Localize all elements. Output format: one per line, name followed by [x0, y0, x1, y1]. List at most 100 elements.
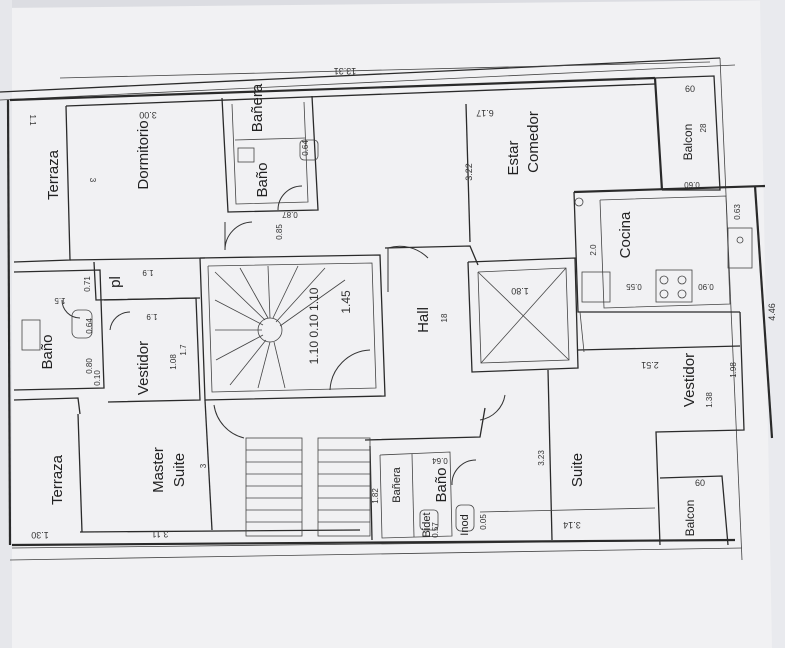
dim-138: 1.38: [705, 392, 714, 408]
room-bano-top: Baño: [254, 162, 271, 197]
dim-446: 4.46: [767, 303, 777, 321]
frame-right-line: [719, 57, 743, 561]
wall-master-top: [13, 397, 81, 415]
dim-090: 0.90: [698, 282, 714, 291]
wall-right-lower: [655, 311, 745, 546]
dim-057: 0.57: [431, 522, 440, 538]
wall-kitchen-left: [573, 191, 740, 313]
dim-15: 1.5: [54, 296, 66, 305]
wall-stair-box: [199, 254, 386, 401]
room-cocina: Cocina: [617, 211, 634, 258]
frame-top-line: [0, 57, 721, 93]
dim-20: 2.0: [589, 244, 598, 256]
wall-elevator: [467, 257, 579, 373]
dim-180: 1.80: [511, 286, 529, 296]
room-banera-bottom: Bañera: [391, 466, 403, 502]
wall-bath-inner: [231, 101, 309, 205]
wall-vestidor-right-2: [579, 311, 585, 353]
dim-60b: 60: [695, 478, 705, 488]
wall-top: [9, 76, 656, 102]
dim-145: 1.45: [339, 290, 353, 314]
room-inod: Inod: [459, 514, 471, 535]
binder-strip: [0, 0, 12, 648]
wall-stair-inner: [207, 262, 377, 393]
dim-060: 0.60: [684, 180, 700, 189]
dim-182: 1.82: [371, 488, 380, 504]
room-vestidor-left: Vestidor: [135, 341, 152, 395]
wall-vestidor-left: [103, 297, 201, 403]
wall-dormitorio-bottom: [69, 257, 206, 261]
fixtures: [21, 139, 753, 532]
frame-bottom-line: [9, 547, 743, 561]
wall-banera-divider: [411, 453, 415, 538]
wall-master-right: [204, 399, 213, 531]
dim-617: 6.17: [476, 108, 494, 118]
room-bano-bottom: Baño: [433, 467, 450, 502]
dim-300: 3.00: [139, 110, 157, 120]
room-vestidor-right: Vestidor: [681, 353, 698, 407]
dim-line-top: [59, 61, 711, 79]
wall-bath-top: [221, 95, 319, 213]
dim-60a: 60: [685, 84, 695, 94]
dim-overall-width: 13.31: [334, 66, 357, 76]
dim-085: 0.85: [275, 224, 284, 240]
room-estar: Estar: [505, 140, 522, 175]
dim-251: 2.51: [641, 360, 659, 370]
dim-18: 18: [440, 313, 449, 322]
wall-estar-left: [465, 103, 471, 243]
room-suite-master: Suite: [171, 453, 188, 487]
wall-bath-bottom-inner: [379, 451, 453, 539]
dim-063: 0.63: [733, 204, 742, 220]
balcon-bottom-outer: [659, 475, 729, 546]
room-dormitorio: Dormitorio: [135, 120, 152, 189]
wall-suite-left: [364, 407, 486, 441]
wall-suite-right: [547, 369, 553, 541]
dim-28: 28: [699, 123, 708, 132]
dim-108: 1.08: [169, 354, 178, 370]
dim-110: 1.10 0.10 1.10: [307, 287, 321, 364]
wall-bottom-inner: [79, 529, 361, 533]
dim-3a: 3: [88, 178, 97, 183]
room-hall: Hall: [415, 307, 432, 333]
dim-1-1: 1.1: [28, 114, 37, 126]
room-comedor: Comedor: [525, 111, 542, 173]
dim-064a: 0.64: [301, 140, 310, 156]
room-balcon-bottom: Balcon: [683, 500, 697, 537]
elevator-x-2: [480, 267, 567, 364]
stairs-lower: [245, 437, 371, 537]
room-terraza-bottom: Terraza: [49, 454, 66, 505]
dim-010: 0.10: [93, 370, 102, 386]
room-suite: Suite: [569, 453, 586, 487]
dim-198: 1.98: [729, 362, 738, 378]
dim-064b: 0.64: [85, 318, 94, 334]
dim-064c: 0.64: [432, 456, 448, 465]
dim-323: 3.23: [537, 450, 546, 466]
balcon-top-outer: [654, 75, 721, 191]
room-bidet: Bidet: [421, 512, 433, 537]
room-master: Master: [150, 447, 167, 493]
wall-left: [6, 99, 12, 546]
dim-080: 0.80: [85, 358, 94, 374]
dim-19b: 1.9: [146, 312, 158, 321]
wall-terraza-bottom: [77, 413, 83, 533]
wall-top-inner: [65, 83, 656, 107]
room-bano-left: Baño: [39, 334, 56, 369]
wall-bano-left: [13, 269, 105, 391]
dim-087: 0.87: [282, 210, 298, 219]
dim-19a: 1.9: [142, 268, 154, 277]
wall-kitchen-right: [753, 185, 774, 439]
door-swings: [61, 185, 506, 486]
room-terraza-top: Terraza: [45, 149, 62, 200]
dim-322: 3.22: [464, 163, 474, 181]
dim-055: 0.55: [626, 282, 642, 291]
right-page-edge: [760, 0, 785, 648]
stairs-upper: [214, 265, 346, 389]
dim-071: 0.71: [83, 276, 92, 292]
dim-314: 3.14: [563, 520, 581, 530]
wall-right-upper: [653, 77, 664, 191]
wall-kitchen-top: [573, 184, 766, 194]
dim-005: 0.05: [479, 514, 488, 530]
dim-3b: 3: [199, 463, 208, 468]
